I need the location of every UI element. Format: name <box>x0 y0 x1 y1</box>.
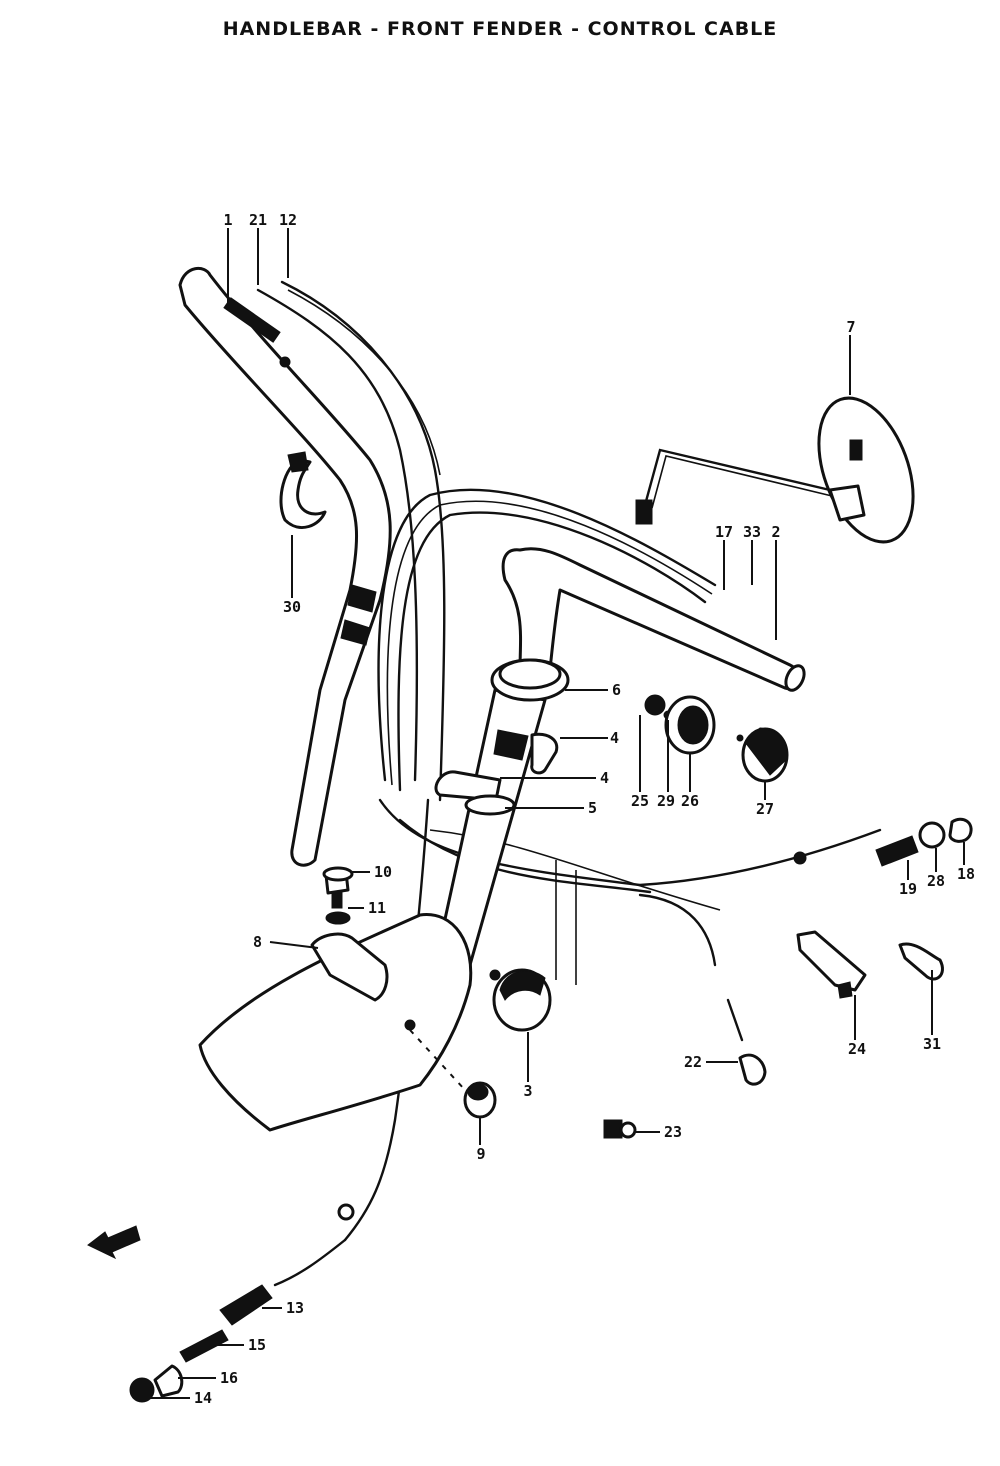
callout-4-lower: 4 <box>600 769 609 787</box>
callout-22: 22 <box>684 1053 702 1071</box>
callout-6: 6 <box>612 681 621 699</box>
callout-27: 27 <box>756 800 774 818</box>
right-cable-end <box>793 817 973 867</box>
callout-31: 31 <box>923 1035 941 1053</box>
callout-13: 13 <box>286 1299 304 1317</box>
callout-21: 21 <box>249 211 267 229</box>
clip-30 <box>279 451 327 529</box>
mirror <box>635 396 915 544</box>
grommet <box>463 1081 497 1119</box>
hardware-cluster <box>644 694 789 783</box>
callout-5: 5 <box>588 799 597 817</box>
handlebar-right <box>433 547 806 974</box>
callout-14: 14 <box>194 1389 212 1407</box>
handlebar-left <box>178 266 392 867</box>
cable-adjuster <box>129 1203 355 1403</box>
callout-12: 12 <box>279 211 297 229</box>
front-fender <box>198 913 473 1132</box>
callout-3: 3 <box>523 1082 532 1100</box>
knob <box>489 968 552 1032</box>
callout-11: 11 <box>368 899 386 917</box>
callout-15: 15 <box>248 1336 266 1354</box>
callout-4-upper: 4 <box>610 729 619 747</box>
bolt-washer <box>322 866 354 925</box>
callout-19: 19 <box>899 880 917 898</box>
direction-arrow-icon <box>87 1225 141 1260</box>
callout-16: 16 <box>220 1369 238 1387</box>
brackets <box>796 930 944 999</box>
callout-23: 23 <box>664 1123 682 1141</box>
callout-9: 9 <box>476 1145 485 1163</box>
callout-28: 28 <box>927 872 945 890</box>
callout-33: 33 <box>743 523 761 541</box>
callout-10-bolt: 10 <box>374 863 392 881</box>
callout-26: 26 <box>681 792 699 810</box>
callout-1: 1 <box>223 211 232 229</box>
callout-labels: 1 21 12 7 30 17 33 2 6 4 4 5 25 29 26 27… <box>194 211 975 1407</box>
callout-2: 2 <box>771 523 780 541</box>
callout-8: 8 <box>253 933 262 951</box>
callout-7: 7 <box>846 318 855 336</box>
leader-lines <box>150 228 965 1399</box>
callout-17: 17 <box>715 523 733 541</box>
callout-24: 24 <box>848 1040 866 1058</box>
callout-25: 25 <box>631 792 649 810</box>
control-cables <box>256 280 882 1287</box>
small-parts <box>603 998 767 1139</box>
diagram-title: HANDLEBAR - FRONT FENDER - CONTROL CABLE <box>222 18 778 40</box>
callout-29: 29 <box>657 792 675 810</box>
callout-30: 30 <box>283 598 301 616</box>
callout-18: 18 <box>957 865 975 883</box>
